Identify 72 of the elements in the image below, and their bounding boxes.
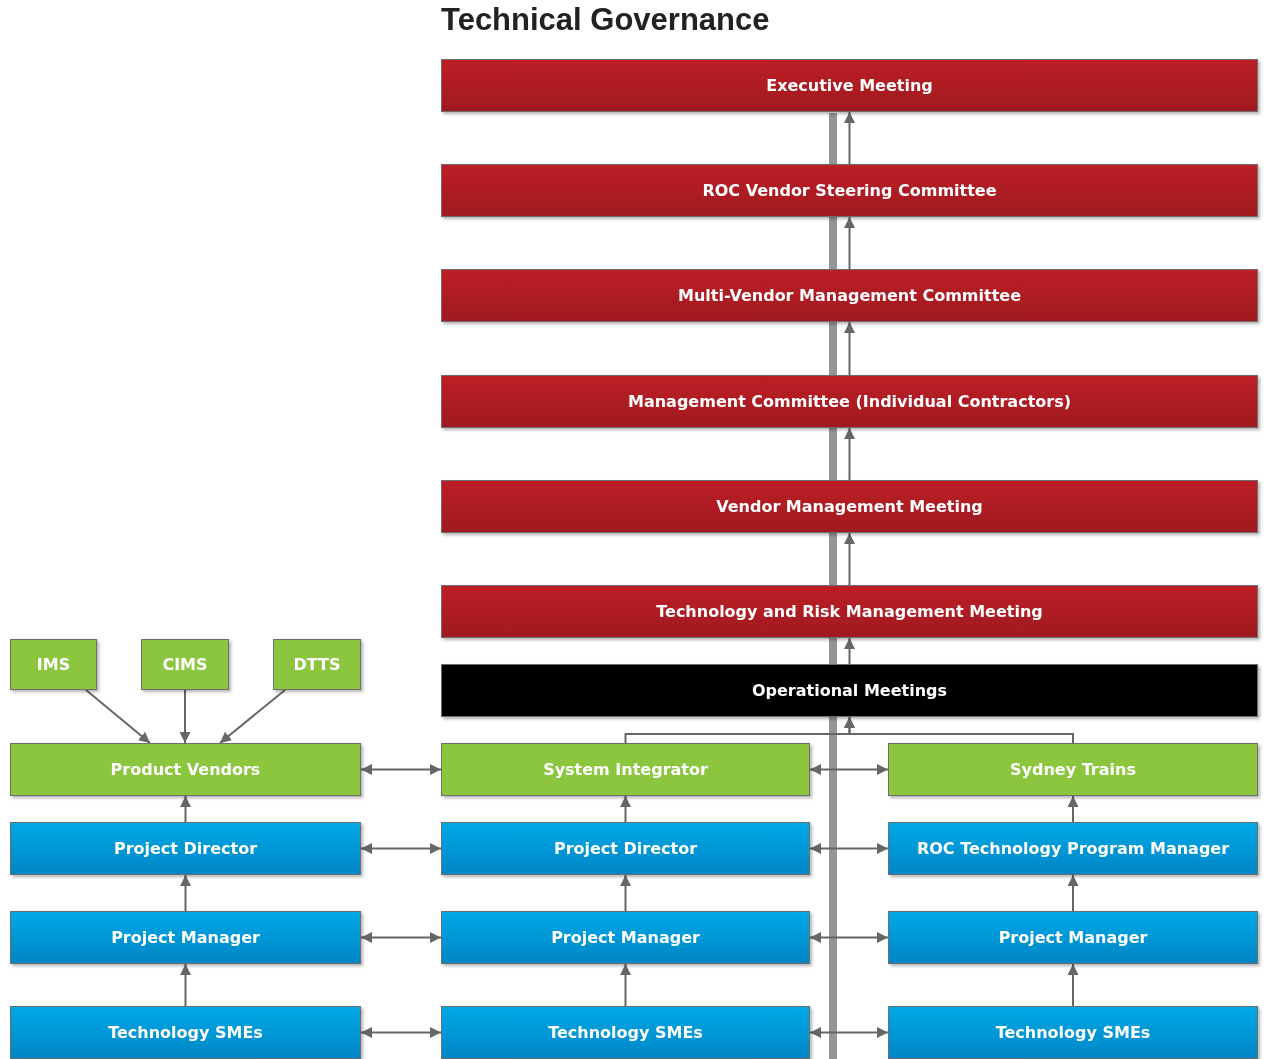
- box-label: System Integrator: [542, 760, 709, 779]
- arrow: [844, 427, 855, 481]
- arrow: [809, 843, 889, 854]
- process-box: [10, 911, 361, 964]
- arrow: [360, 1027, 442, 1038]
- process-box: [10, 743, 361, 796]
- box-label: Technology and Risk Management Meeting: [655, 602, 1044, 621]
- arrow: [360, 843, 442, 854]
- process-box: [441, 743, 810, 796]
- process-box: [441, 480, 1258, 533]
- arrow: [620, 795, 631, 823]
- box-label: Project Director: [112, 839, 259, 858]
- arrow: [180, 795, 191, 823]
- process-box: [441, 375, 1258, 428]
- process-box: [10, 1006, 361, 1059]
- arrow: [360, 932, 442, 943]
- arrow: [844, 321, 855, 376]
- box-label: Vendor Management Meeting: [715, 497, 984, 516]
- arrow: [620, 874, 631, 912]
- process-box: [888, 743, 1258, 796]
- process-box: [10, 822, 361, 875]
- arrow: [844, 111, 855, 165]
- process-box: [441, 822, 810, 875]
- arrow: [180, 963, 191, 1007]
- process-box: [888, 911, 1258, 964]
- box-label: Project Manager: [110, 928, 261, 947]
- arrow: [844, 716, 1074, 744]
- arrow: [620, 963, 631, 1007]
- process-box: [888, 1006, 1258, 1059]
- process-box: [441, 664, 1258, 717]
- arrow: [179, 689, 191, 744]
- box-label: Sydney Trains: [1009, 760, 1137, 779]
- process-box: [141, 639, 229, 690]
- box-label: ROC Technology Program Manager: [915, 839, 1231, 858]
- arrow: [85, 689, 151, 744]
- box-label: ROC Vendor Steering Committee: [701, 181, 998, 200]
- box-label: Operational Meetings: [750, 681, 949, 700]
- process-box: [441, 269, 1258, 322]
- arrow: [844, 216, 855, 270]
- process-box: [441, 1006, 810, 1059]
- box-label: Technology SMEs: [547, 1023, 704, 1042]
- box-label: Product Vendors: [109, 760, 262, 779]
- box-label: CIMS: [161, 655, 209, 674]
- arrow: [180, 874, 191, 912]
- process-box: [10, 639, 97, 690]
- box-label: Multi-Vendor Management Committee: [677, 286, 1022, 305]
- arrow: [844, 637, 855, 665]
- box-label: Project Manager: [997, 928, 1149, 947]
- box-label: Project Manager: [550, 928, 701, 947]
- process-box: [888, 822, 1258, 875]
- arrow: [809, 932, 889, 943]
- arrow: [809, 764, 889, 775]
- process-box: [441, 164, 1258, 217]
- box-label: DTTS: [292, 655, 342, 674]
- process-box: [441, 59, 1258, 112]
- process-box: [273, 639, 361, 690]
- arrow: [1067, 795, 1079, 823]
- box-label: Project Director: [552, 839, 699, 858]
- box-label: Technology SMEs: [994, 1023, 1152, 1042]
- box-label: Management Committee (Individual Contractors): [627, 392, 1072, 411]
- box-label: IMS: [35, 655, 72, 674]
- process-box: [441, 585, 1258, 638]
- arrow: [809, 1027, 889, 1038]
- box-label: Executive Meeting: [765, 76, 934, 95]
- arrow: [1067, 963, 1079, 1007]
- diagram-title: Technical Governance: [441, 2, 770, 38]
- box-label: Technology SMEs: [107, 1023, 264, 1042]
- arrow: [1067, 874, 1079, 912]
- arrow: [219, 689, 286, 744]
- arrow: [844, 532, 855, 586]
- process-box: [441, 911, 810, 964]
- arrow: [360, 764, 442, 775]
